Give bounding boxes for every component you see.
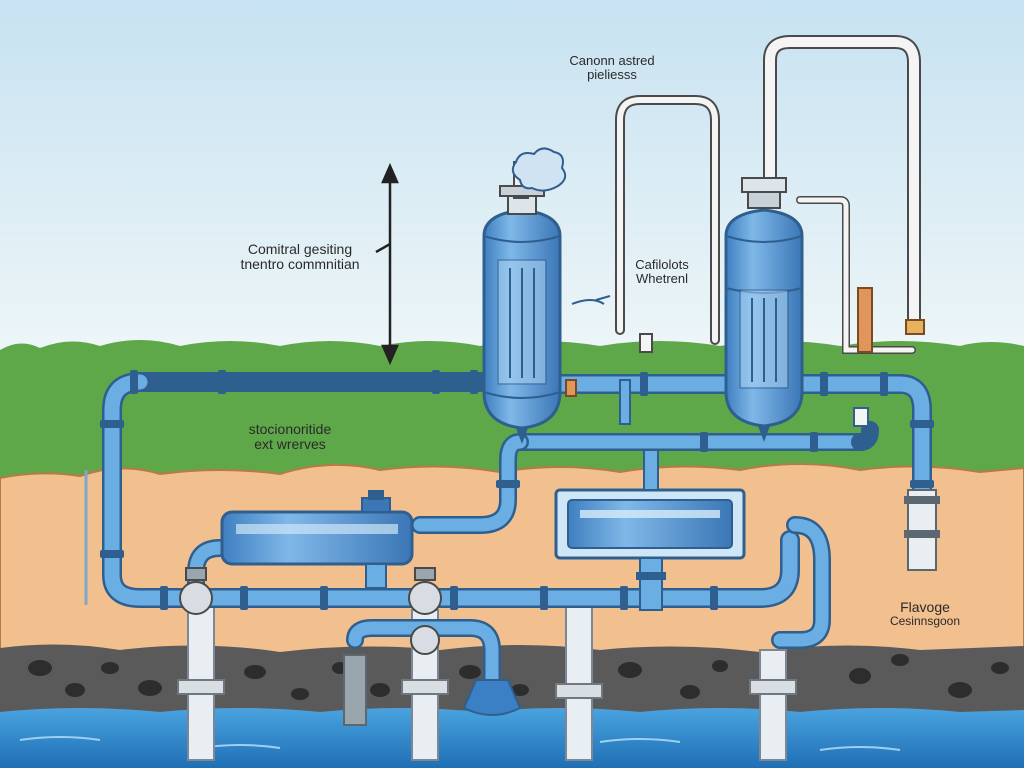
pipe-network — [102, 35, 932, 689]
water-ripples — [19, 736, 901, 751]
steam-cloud-icon — [511, 147, 567, 192]
horizontal-filter-left — [220, 490, 414, 589]
pipe-fitting — [905, 319, 925, 335]
valve-icon — [179, 333, 940, 655]
groundwater — [0, 708, 1024, 768]
horizontal-filter-center — [554, 449, 746, 611]
well-shafts — [177, 599, 797, 761]
pipe-couplings — [100, 370, 934, 610]
gauge-rod — [857, 287, 873, 353]
filter-tank-right — [724, 177, 804, 442]
rock-stones — [28, 654, 1009, 700]
sensor-cable — [571, 295, 611, 305]
bell-outlet — [462, 679, 522, 716]
vertical-double-arrow-icon — [375, 162, 399, 366]
